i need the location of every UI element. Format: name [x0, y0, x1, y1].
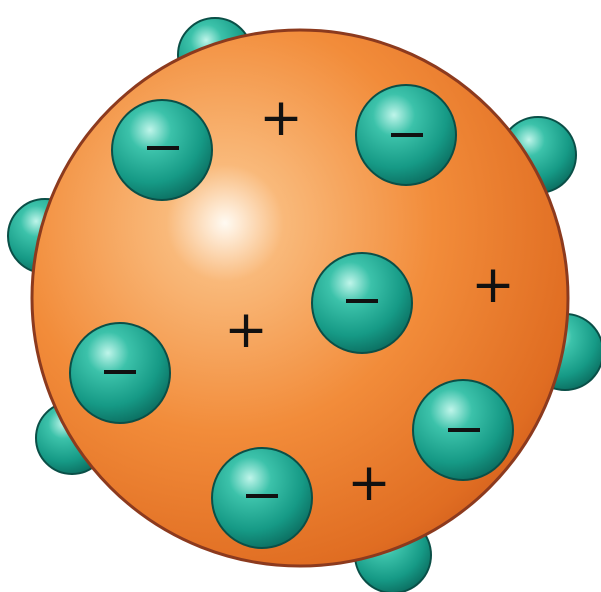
positive-charge-symbol: +	[259, 88, 303, 148]
positive-charge-symbol: +	[471, 255, 515, 315]
electron	[356, 85, 456, 185]
positive-charge-symbol: +	[347, 453, 391, 513]
electron	[112, 100, 212, 200]
electron	[212, 448, 312, 548]
electron	[312, 253, 412, 353]
electron	[413, 380, 513, 480]
positive-charge-symbol: +	[224, 300, 268, 360]
electron	[70, 323, 170, 423]
